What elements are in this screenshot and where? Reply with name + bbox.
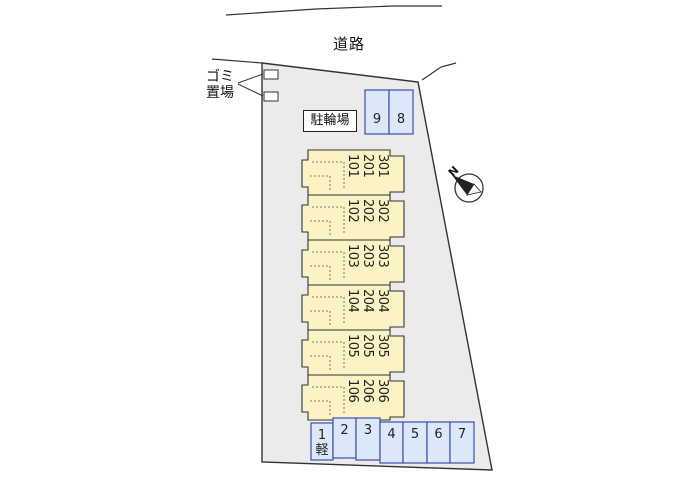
building-interior-line xyxy=(310,296,345,325)
garbage-pointer-line xyxy=(237,83,264,97)
apartment-building xyxy=(301,149,405,421)
parking-slot-number: 4 xyxy=(387,427,396,442)
parking-slot-number: 9 xyxy=(372,112,382,127)
parking-slot-number: 1 xyxy=(317,428,327,443)
unit-number: 205 xyxy=(360,334,375,358)
unit-number: 104 xyxy=(345,289,360,313)
building-interior-line xyxy=(310,341,345,370)
bottom-parking-area xyxy=(310,417,475,464)
garbage-pointer-line xyxy=(237,73,264,84)
unit-number: 204 xyxy=(360,289,375,313)
top-parking-area xyxy=(364,89,414,135)
unit-number: 303 xyxy=(375,244,390,268)
garbage-bin xyxy=(263,69,279,80)
unit-number: 201 xyxy=(360,154,375,178)
building-unit-block xyxy=(301,329,405,376)
unit-number: 202 xyxy=(360,199,375,223)
unit-number: 203 xyxy=(360,244,375,268)
unit-number: 106 xyxy=(345,379,360,403)
unit-number: 306 xyxy=(375,379,390,403)
parking-slot-note: 軽 xyxy=(315,443,329,458)
parking-slot-number: 3 xyxy=(363,423,373,438)
building-interior-line xyxy=(310,206,345,235)
road-label: 道路 xyxy=(333,35,366,53)
building-interior-line xyxy=(310,251,345,280)
unit-number: 101 xyxy=(345,154,360,178)
unit-number: 103 xyxy=(345,244,360,268)
building-interior-line xyxy=(310,386,345,415)
building-outline xyxy=(301,374,405,421)
garbage-area-label: ゴミ 置場 xyxy=(203,69,237,101)
parking-slot-number: 2 xyxy=(340,423,349,438)
unit-number: 305 xyxy=(375,334,390,358)
unit-number: 102 xyxy=(345,199,360,223)
parking-slot xyxy=(402,421,428,464)
garbage-label-line: 置場 xyxy=(206,85,234,101)
unit-number: 301 xyxy=(375,154,390,178)
road-boundary-line xyxy=(421,62,457,81)
parking-slot xyxy=(364,89,390,135)
parking-slot-number: 6 xyxy=(434,427,443,442)
bicycle-parking-label: 駐輪場 xyxy=(303,110,357,132)
road-boundary-line xyxy=(211,58,263,64)
compass-icon xyxy=(452,173,484,203)
unit-number: 105 xyxy=(345,334,360,358)
unit-number: 206 xyxy=(360,379,375,403)
garbage-bin xyxy=(263,91,279,102)
parking-slot xyxy=(449,421,475,464)
parking-slot xyxy=(388,89,414,135)
unit-number: 302 xyxy=(375,199,390,223)
garbage-label-line: ゴミ xyxy=(206,69,234,85)
road-boundary-line xyxy=(225,5,442,16)
parking-slot-number: 8 xyxy=(396,112,406,127)
unit-number: 304 xyxy=(375,289,390,313)
parking-slot xyxy=(355,417,381,461)
parking-slot-number: 7 xyxy=(457,427,467,442)
building-interior-line xyxy=(310,161,345,190)
building-unit-block xyxy=(301,374,405,421)
parking-slot-number: 5 xyxy=(410,427,420,442)
